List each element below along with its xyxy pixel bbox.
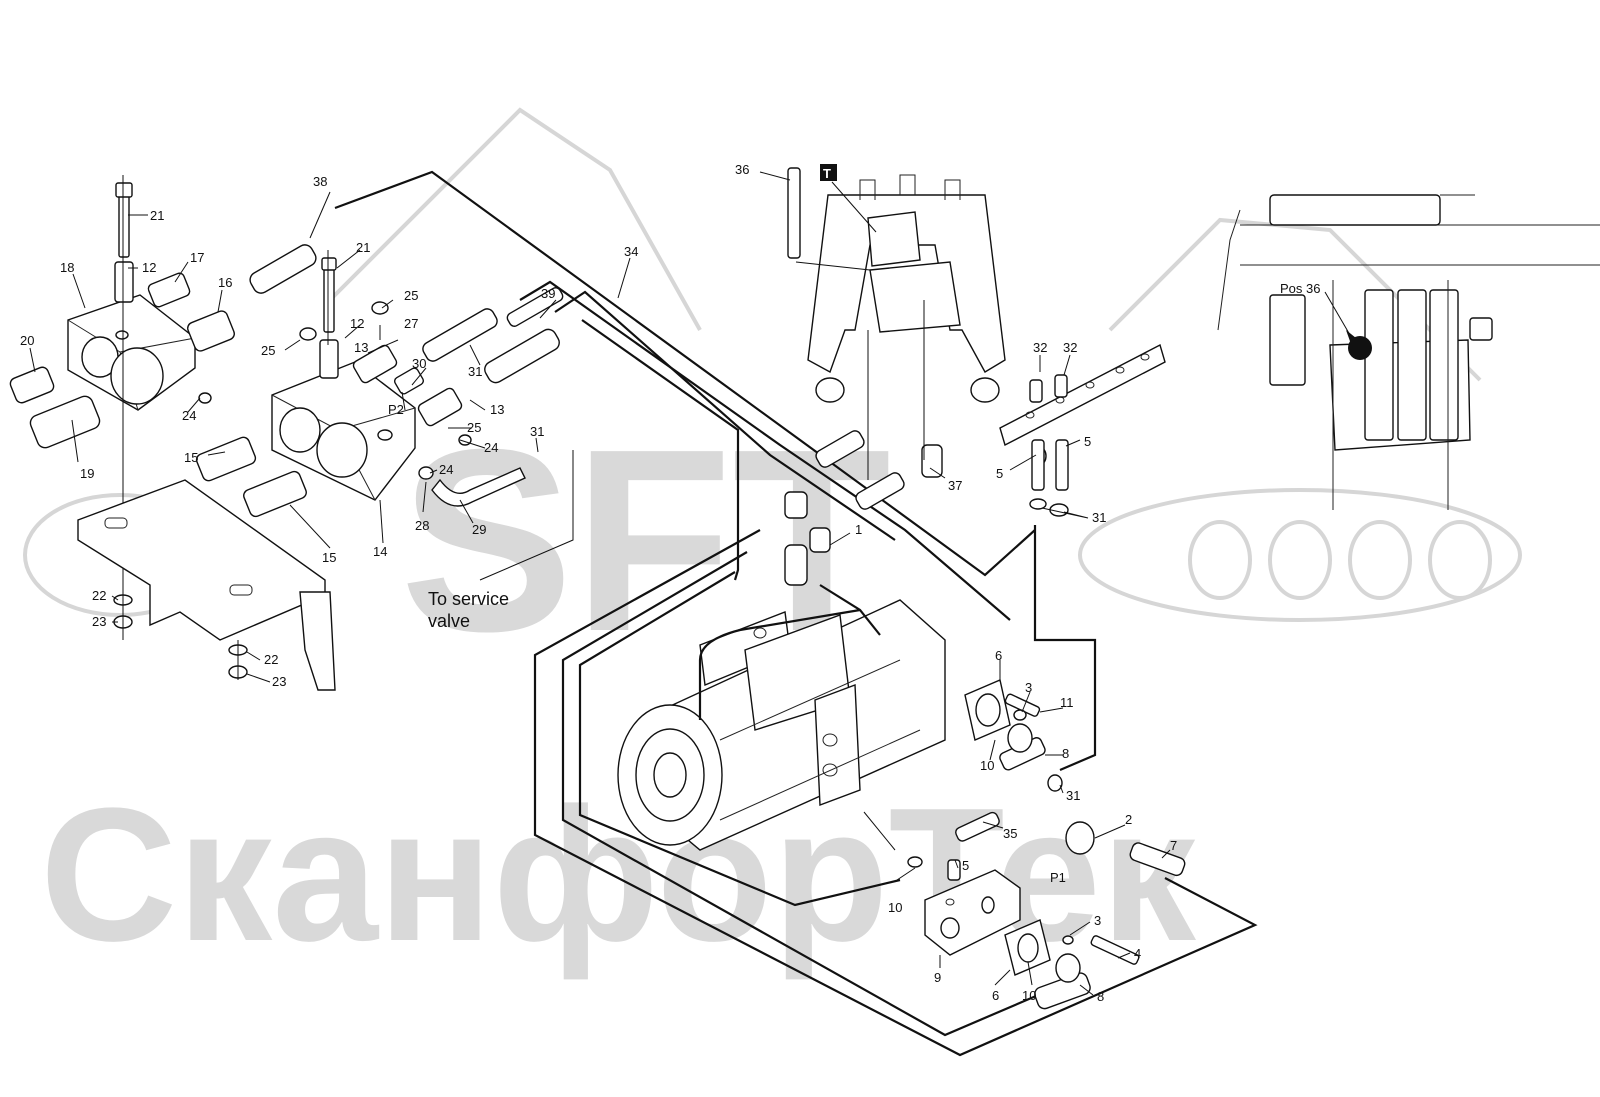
callout-16: 16 [218, 275, 232, 290]
callout-28: 28 [415, 518, 429, 533]
callout-5-right: 5 [1084, 434, 1091, 449]
manifold-block-18 [67, 294, 196, 411]
mid-hoses [784, 430, 1186, 1010]
callout-p2: P2 [388, 402, 404, 417]
callout-31-rail: 31 [1092, 510, 1106, 525]
callout-17: 17 [190, 250, 204, 265]
callout-25-upper: 25 [404, 288, 418, 303]
callout-25-left: 25 [261, 343, 275, 358]
badge-t-box [820, 164, 837, 181]
flange-upper [964, 679, 1027, 741]
callout-5-block: 5 [962, 858, 969, 873]
badge-t: T [823, 166, 831, 181]
valve-block-9 [907, 856, 1074, 976]
callout-9: 9 [934, 970, 941, 985]
callout-25-lower: 25 [467, 420, 481, 435]
left-fittings [9, 244, 564, 518]
callout-8-upper: 8 [1062, 746, 1069, 761]
callout-10-lower: 10 [1022, 988, 1036, 1003]
callout-24-left: 24 [182, 408, 196, 423]
callout-12-mid: 12 [350, 316, 364, 331]
callout-15-upper: 15 [184, 450, 198, 465]
callout-38: 38 [313, 174, 327, 189]
callout-24-mid: 24 [484, 440, 498, 455]
callout-11: 11 [1060, 695, 1074, 710]
callout-31-service: 31 [530, 424, 544, 439]
callout-34: 34 [624, 244, 638, 259]
callout-22-left: 22 [92, 588, 106, 603]
callout-32-right: 32 [1063, 340, 1077, 355]
callout-8-lower: 8 [1097, 989, 1104, 1004]
callout-1: 1 [855, 522, 862, 537]
callout-15-lower: 15 [322, 550, 336, 565]
pos36-marker [1348, 336, 1372, 360]
callout-10-upper: 10 [980, 758, 994, 773]
callout-23-right: 23 [272, 674, 286, 689]
callout-3-lower: 3 [1094, 913, 1101, 928]
callout-31-pump: 31 [1066, 788, 1080, 803]
callout-p1: P1 [1050, 870, 1066, 885]
callout-6-lower: 6 [992, 988, 999, 1003]
callout-27: 27 [404, 316, 418, 331]
service-note-line1: To service [428, 589, 509, 609]
mounting-bracket [77, 479, 336, 691]
callout-6-upper: 6 [995, 648, 1002, 663]
callout-20: 20 [20, 333, 34, 348]
bolts-and-washers-left [113, 175, 472, 680]
callout-2: 2 [1125, 812, 1132, 827]
callout-36: 36 [735, 162, 749, 177]
callout-29: 29 [472, 522, 486, 537]
callout-24-lower: 24 [439, 462, 453, 477]
callout-5-left: 5 [996, 466, 1003, 481]
callout-labels: 38 21 12 17 16 18 20 19 24 15 15 14 21 1… [20, 162, 1320, 1004]
inset-valve-stack [1217, 194, 1600, 510]
inset-pos36-label: Pos 36 [1280, 281, 1320, 296]
callout-22-right: 22 [264, 652, 278, 667]
tractor-frame [787, 164, 1006, 480]
watermark-brand: СканфорТек [40, 769, 1197, 981]
hydraulic-lines [334, 170, 1258, 1057]
callout-18: 18 [60, 260, 74, 275]
callout-21-mid: 21 [356, 240, 370, 255]
pump-assembly [617, 527, 946, 851]
callout-31-left: 31 [468, 364, 482, 379]
service-note-line2: valve [428, 611, 470, 631]
callout-37: 37 [948, 478, 962, 493]
callout-7: 7 [1170, 838, 1177, 853]
leader-lines [29, 171, 1351, 996]
callout-14: 14 [373, 544, 387, 559]
callout-3-upper: 3 [1025, 680, 1032, 695]
callout-39: 39 [541, 286, 555, 301]
callout-13-upper: 13 [354, 340, 368, 355]
callout-23-left: 23 [92, 614, 106, 629]
callout-30: 30 [412, 356, 426, 371]
distribution-rail [999, 343, 1166, 491]
callout-32-left: 32 [1033, 340, 1047, 355]
callout-21-left: 21 [150, 208, 164, 223]
callout-10-left: 10 [888, 900, 902, 915]
callout-12-left: 12 [142, 260, 156, 275]
callout-35: 35 [1003, 826, 1017, 841]
callout-4: 4 [1134, 946, 1141, 961]
callout-13-lower: 13 [490, 402, 504, 417]
callout-19: 19 [80, 466, 94, 481]
